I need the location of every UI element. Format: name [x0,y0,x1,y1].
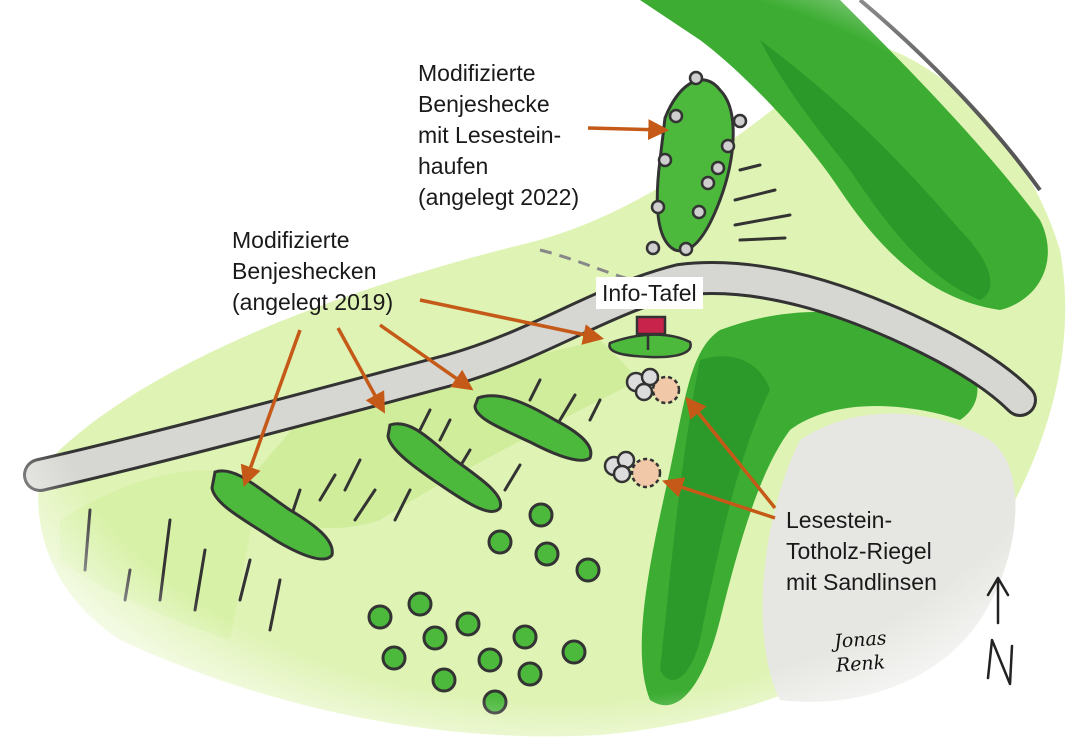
arrow-hedge-2019-middle [336,327,386,414]
arrow-info-board [419,298,605,345]
arrow-hedge-2019-east [378,323,474,391]
arrow-hedge-2019-west [240,329,302,487]
label-stone-deadwood-bars: Lesestein- Totholz-Riegel mit Sandlinsen [786,507,937,595]
label-arrows [240,119,777,520]
arrow-stone-bar-north [685,396,777,510]
north-arrow [986,576,1014,686]
label-hedges-2019: Modifizierte Benjeshecken (angelegt 2019… [232,227,394,315]
arrow-hedge-2022 [587,119,670,141]
artist-signature: Jonas Renk [833,627,888,677]
label-hedge-2022: Modifizierte Benjeshecke mit Lesestein- … [418,60,580,210]
arrow-stone-bar-south [662,477,776,520]
label-info-board: Info-Tafel [596,277,703,309]
